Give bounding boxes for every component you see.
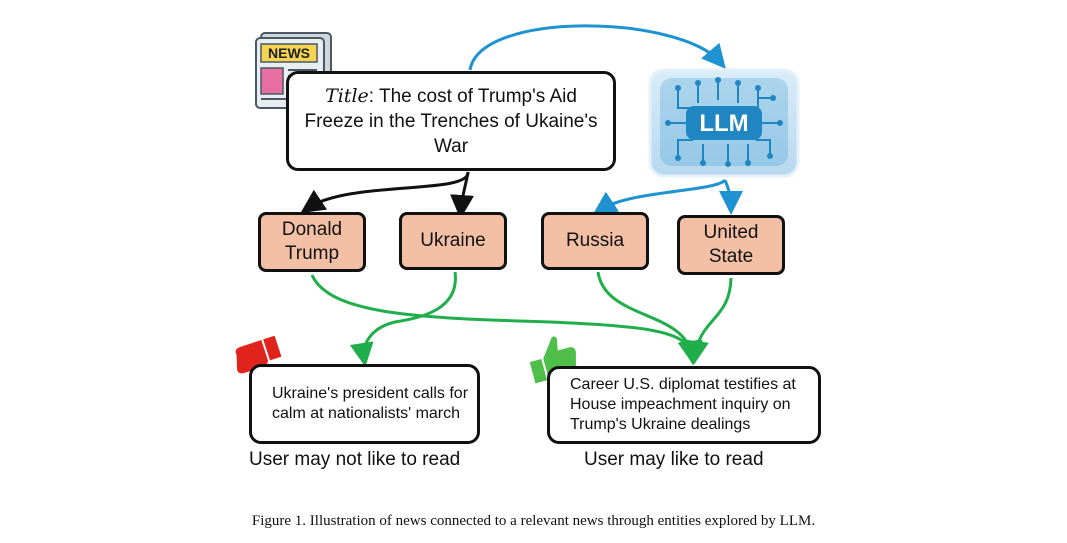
arrow-ukraine-to-disliked-news (349, 271, 457, 367)
arrow-russia-to-liked-news (596, 271, 702, 365)
llm-chip-icon: LLM (648, 68, 800, 178)
arrow-title-to-donald-trump (300, 171, 470, 213)
entity-united-state: United State (677, 215, 785, 275)
entity-ukraine: Ukraine (399, 212, 507, 270)
news-icon-label: NEWS (268, 45, 310, 61)
arrow-llm-to-russia (592, 178, 727, 215)
title-text: Title: The cost of Trump's Aid Freeze in… (299, 84, 603, 159)
entity-united-state-label: United State (703, 222, 759, 267)
label-not-like: User may not like to read (249, 449, 461, 470)
entity-donald-trump: Donald Trump (258, 212, 366, 272)
label-like: User may like to read (584, 449, 764, 470)
arrow-llm-to-united-state (718, 179, 743, 215)
title-prefix: Title (325, 84, 369, 107)
news-box-disliked: Ukraine's president calls for calm at na… (249, 364, 480, 444)
entity-donald-trump-label: Donald Trump (281, 219, 343, 264)
figure-caption: Figure 1. Illustration of news connected… (251, 513, 816, 529)
title-body: : The cost of Trump's Aid Freeze in the … (304, 85, 598, 157)
arrow-donald-trump-to-liked-news (310, 274, 703, 365)
entity-russia-label: Russia (565, 230, 625, 251)
title-box: Title: The cost of Trump's Aid Freeze in… (286, 71, 616, 171)
news-liked-text: Career U.S. diplomat testifies at House … (570, 376, 796, 433)
news-box-liked: Career U.S. diplomat testifies at House … (547, 366, 821, 444)
news-disliked-text: Ukraine's president calls for calm at na… (272, 385, 469, 422)
arrow-title-to-ukraine (450, 171, 474, 219)
arrow-united-state-to-liked-news (685, 277, 733, 365)
entity-ukraine-label: Ukraine (420, 230, 486, 251)
arrow-title-to-llm (468, 24, 726, 71)
llm-icon-label: LLM (699, 110, 748, 137)
entity-russia: Russia (541, 212, 649, 270)
